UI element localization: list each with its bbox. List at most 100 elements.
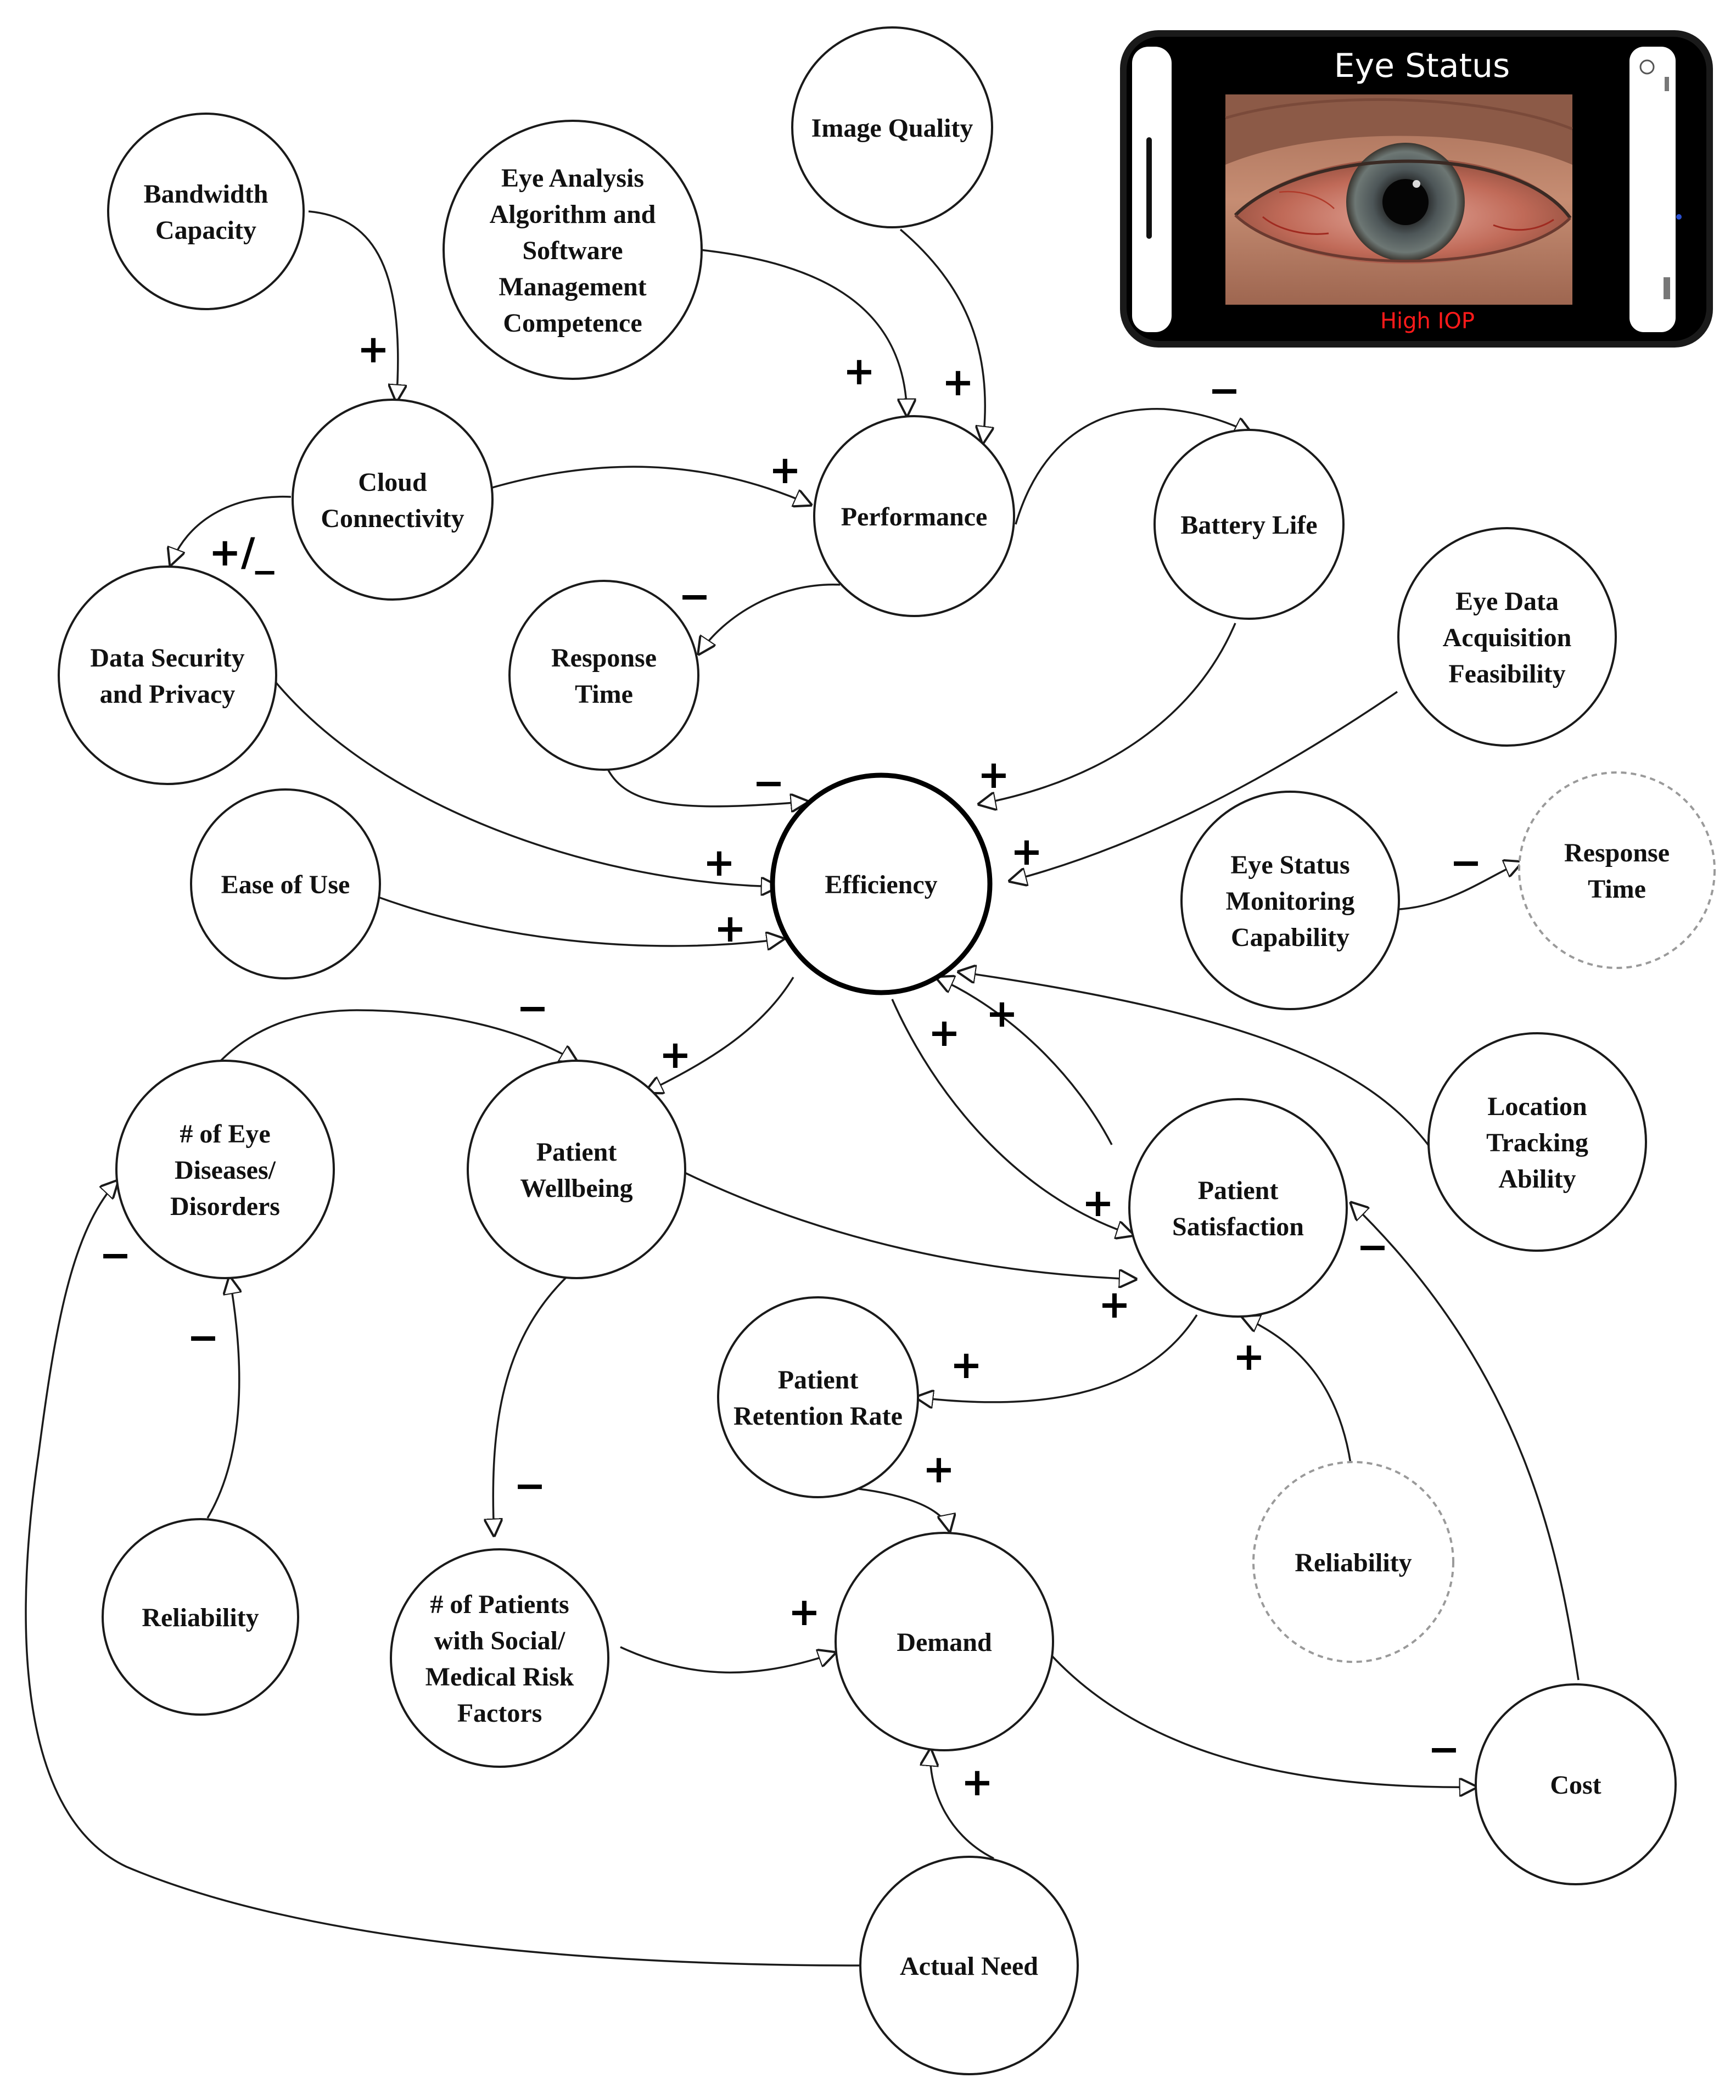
node-circle: [1252, 1461, 1454, 1663]
node-label-line: # of Patients: [430, 1590, 569, 1619]
link-patient-satisfaction-retention: [916, 1314, 1198, 1402]
polarity-sign-risk-factors-demand: +: [788, 1589, 821, 1634]
node-label: Ease of Use: [221, 870, 350, 899]
node-circle: [292, 399, 494, 601]
node-label-line: Competence: [503, 309, 642, 338]
node-label-line: Eye Status: [1230, 850, 1349, 880]
link-eye-diseases-patient-wellbeing: [197, 1009, 578, 1090]
node-circle: [115, 1060, 335, 1279]
polarity-sign-efficiency-patient-satisfaction: +: [928, 1010, 961, 1055]
node-label: Reliability: [1295, 1548, 1412, 1577]
polarity-sign-actual-need-demand: +: [961, 1760, 994, 1805]
signal-icon: [1665, 77, 1669, 91]
node-label-line: Tracking: [1486, 1128, 1588, 1157]
node-label-line: Demand: [897, 1628, 992, 1657]
sensor-dot-icon: [1676, 214, 1682, 220]
polarity-sign-demand-cost: −: [1428, 1727, 1460, 1772]
node-circle: [835, 1532, 1054, 1751]
phone-mockup: Eye Status High IOP: [1120, 30, 1713, 348]
node-label-line: Ability: [1498, 1164, 1576, 1194]
node-circle: [791, 26, 993, 228]
link-patient-satisfaction-efficiency: [936, 977, 1113, 1145]
link-actual-need-eye-diseases: [25, 1180, 861, 1967]
polarity-sign-cloud-performance: +: [769, 447, 802, 492]
causal-links: [25, 210, 1580, 1967]
polarity-sign-location-efficiency: +: [1082, 1180, 1115, 1225]
node-circle: [107, 113, 305, 310]
node-circle: [1180, 791, 1400, 1010]
node-label-line: Retention Rate: [733, 1402, 903, 1431]
node-circle: [102, 1518, 299, 1716]
node-label-line: Data Security: [90, 643, 244, 673]
node-label-line: Battery Life: [1180, 511, 1317, 540]
node-label-line: Monitoring: [1226, 887, 1355, 916]
polarity-sign-cloud-data-security: +/_: [209, 530, 274, 575]
node-label-line: Bandwidth: [144, 180, 268, 209]
camera-icon: [1639, 59, 1655, 75]
polarity-sign-performance-battery: −: [1208, 368, 1241, 413]
node-label: Image Quality: [811, 114, 973, 143]
polarity-sign-bandwidth-cloud: +: [357, 327, 390, 372]
node-label-line: with Social/: [434, 1626, 565, 1655]
node-label-line: Location: [1487, 1092, 1587, 1121]
node-label-line: Patient: [778, 1365, 859, 1395]
node-circle: [467, 1060, 686, 1279]
polarity-sign-patient-wellbeing-risk-factors: −: [514, 1463, 546, 1508]
link-eye-analysis-performance: [699, 249, 907, 416]
node-circle: [717, 1296, 919, 1498]
link-reliability-eye-diseases: [206, 1276, 239, 1519]
polarity-sign-eye-data-efficiency: +: [1011, 829, 1043, 874]
polarity-sign-retention-demand: +: [923, 1447, 955, 1492]
node-label-line: Algorithm and: [490, 200, 656, 229]
link-battery-efficiency: [978, 623, 1236, 804]
node-label: Battery Life: [1180, 511, 1317, 540]
polarity-sign-response-time-efficiency: −: [753, 760, 785, 805]
polarity-sign-eye-diseases-patient-wellbeing: −: [517, 985, 549, 1031]
polarity-sign-eye-analysis-performance: +: [843, 349, 876, 394]
link-performance-battery: [1015, 408, 1252, 525]
node-label-line: Disorders: [170, 1192, 280, 1221]
polarity-sign-reliability-patient-satisfaction: +: [1233, 1334, 1265, 1379]
polarity-sign-efficiency-patient-wellbeing: +: [659, 1032, 692, 1077]
polarity-sign-reliability-eye-diseases: −: [187, 1315, 220, 1360]
polarity-sign-performance-response-time: −: [679, 574, 711, 619]
link-patient-wellbeing-risk-factors: [493, 1264, 580, 1536]
eye-image: [1225, 94, 1573, 305]
node-ease-of-use: Ease of Use: [190, 788, 381, 979]
node-label: Cost: [1550, 1771, 1601, 1800]
link-actual-need-demand: [930, 1749, 994, 1860]
polarity-sign-patient-satisfaction-retention: +: [950, 1342, 983, 1387]
node-label-line: Feasibility: [1448, 659, 1565, 688]
node-label-line: Factors: [457, 1699, 542, 1728]
node-label-line: Wellbeing: [520, 1174, 632, 1203]
link-cloud-data-security: [170, 495, 292, 565]
node-label: Actual Need: [900, 1952, 1038, 1981]
node-circle: [1397, 527, 1617, 747]
node-label: Reliability: [142, 1603, 259, 1632]
node-label-line: Efficiency: [825, 870, 937, 899]
link-performance-response-time: [698, 584, 841, 654]
node-demand: Demand: [835, 1532, 1054, 1751]
phone-screen-title: Eye Status: [1334, 47, 1510, 85]
node-label: Efficiency: [825, 870, 937, 899]
node-circle: [1427, 1032, 1647, 1252]
node-label-line: Cloud: [358, 468, 427, 497]
node-label-line: Response: [551, 643, 657, 673]
link-reliability-patient-satisfaction: [1242, 1317, 1352, 1464]
node-reliability-1: Reliability: [102, 1518, 299, 1716]
